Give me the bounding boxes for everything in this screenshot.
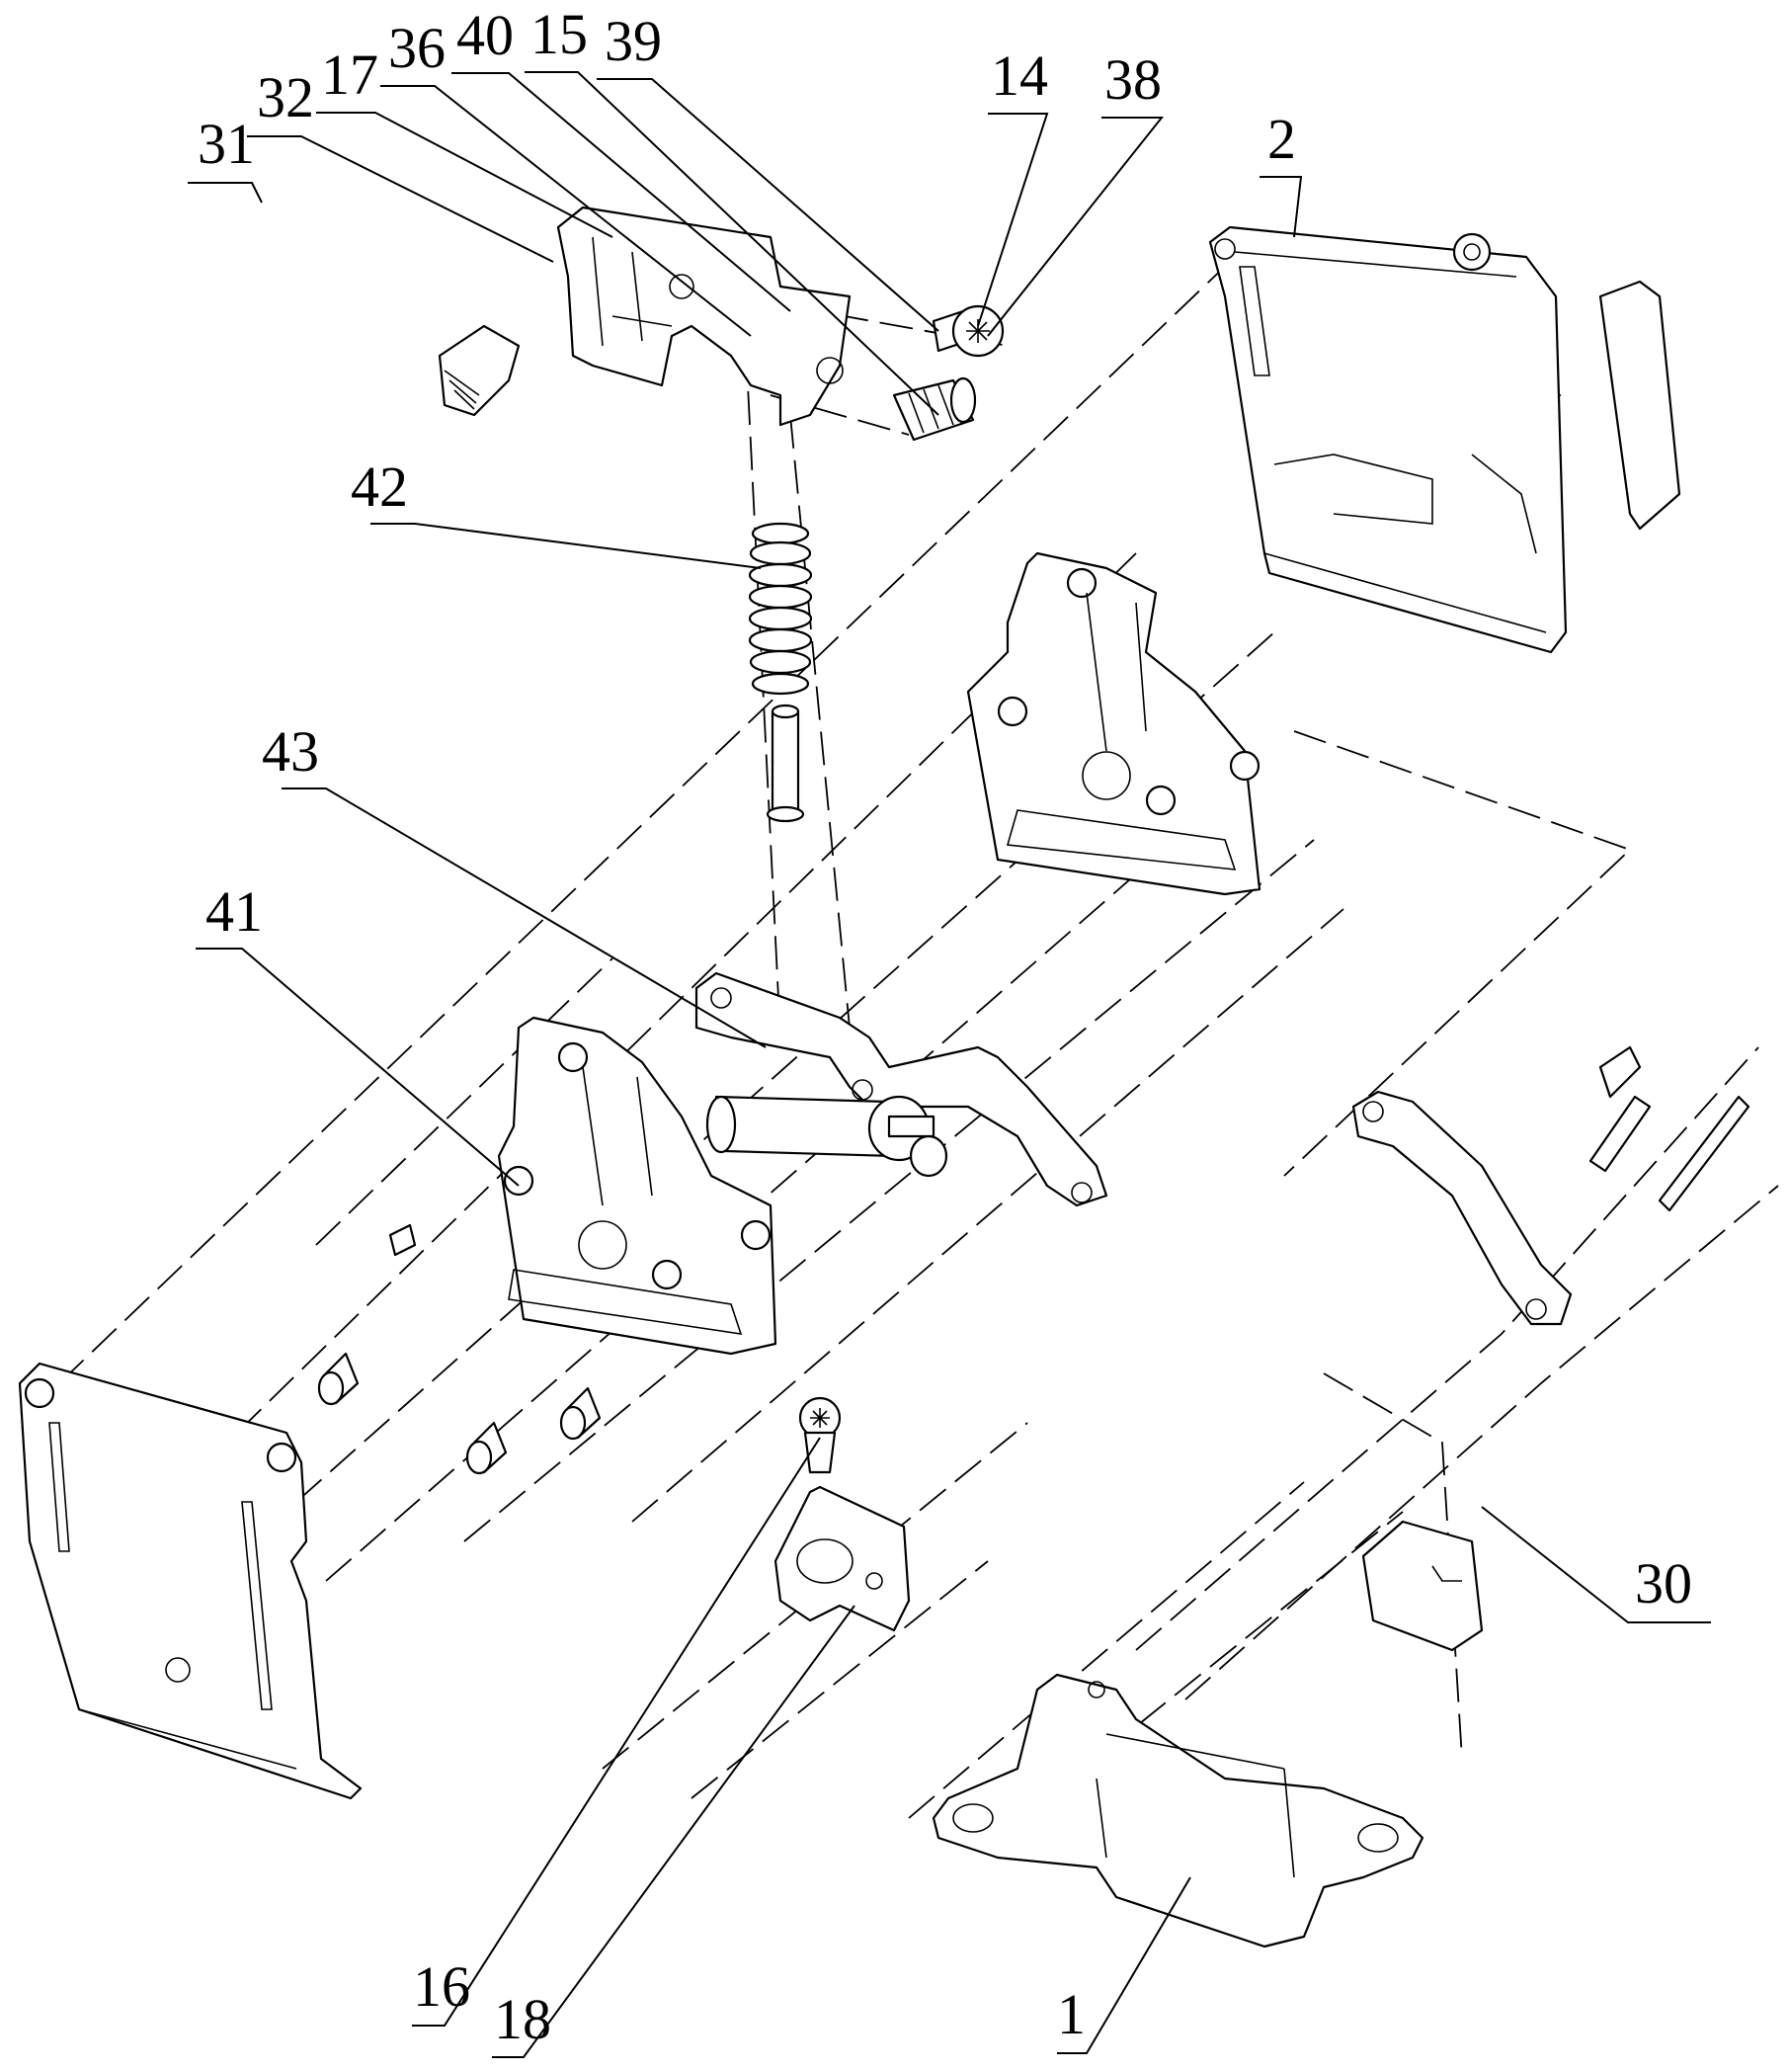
numeral-16: 16 (413, 1954, 470, 2019)
leader-30 (1481, 1506, 1711, 1623)
numeral-15: 15 (530, 2, 588, 66)
part-43-lever-arm (694, 971, 1108, 1207)
leader-36 (380, 85, 752, 337)
numeral-1: 1 (1057, 1982, 1086, 2046)
leader-43 (282, 787, 767, 1048)
reference-numerals: 31 32 17 36 40 15 39 14 38 2 42 43 41 30… (198, 2, 1692, 2051)
part-17-upper-housing (556, 206, 852, 427)
part-30-curved-link (1351, 1090, 1573, 1326)
leader-15 (525, 71, 939, 416)
leader-42 (370, 523, 762, 569)
leader-41 (196, 948, 520, 1187)
part-42-spring (748, 522, 813, 696)
part-side-clip (1598, 280, 1681, 531)
leader-1 (1057, 1876, 1191, 2054)
numeral-39: 39 (605, 9, 662, 73)
part-front-cover-plate (18, 1362, 363, 1800)
part-2-cover-plate (1208, 225, 1568, 654)
leader-18 (492, 1605, 855, 2058)
part-18-clamp-block (773, 1485, 911, 1632)
numeral-31: 31 (198, 112, 255, 176)
numeral-40: 40 (456, 3, 514, 67)
numeral-2: 2 (1267, 107, 1296, 171)
part-1-base-bracket (932, 1673, 1424, 1948)
part-15-threaded-insert (892, 376, 977, 442)
numeral-41: 41 (205, 879, 263, 944)
part-41-lower-bracket-plate (497, 1016, 777, 1356)
numeral-30: 30 (1635, 1551, 1692, 1616)
leader-32 (247, 135, 554, 263)
numeral-36: 36 (388, 16, 446, 80)
leader-16 (412, 1437, 821, 2027)
leader-31 (188, 182, 263, 204)
leader-39 (597, 78, 939, 332)
leader-38 (987, 117, 1165, 337)
part-right-pins (1588, 1045, 1750, 1212)
part-14-screw (932, 304, 1005, 358)
part-latch (1361, 1520, 1484, 1652)
part-16-screw (798, 1396, 842, 1474)
part-small-pins-left (317, 1223, 602, 1475)
leader-2 (1260, 176, 1303, 238)
numeral-14: 14 (991, 43, 1048, 108)
numeral-38: 38 (1104, 47, 1162, 112)
leader-17 (316, 112, 613, 238)
part-31-knob (438, 324, 521, 417)
leader-lines (188, 71, 1711, 2058)
numeral-18: 18 (494, 1987, 551, 2051)
numeral-32: 32 (257, 65, 314, 129)
part-upper-bracket-plate (966, 551, 1261, 896)
numeral-43: 43 (262, 719, 319, 784)
numeral-42: 42 (351, 455, 408, 519)
part-lever-pin-cylinder (705, 1095, 948, 1178)
part-spring-pin (766, 704, 805, 823)
leader-40 (451, 72, 791, 312)
numeral-17: 17 (321, 42, 378, 107)
leader-14 (977, 113, 1049, 327)
